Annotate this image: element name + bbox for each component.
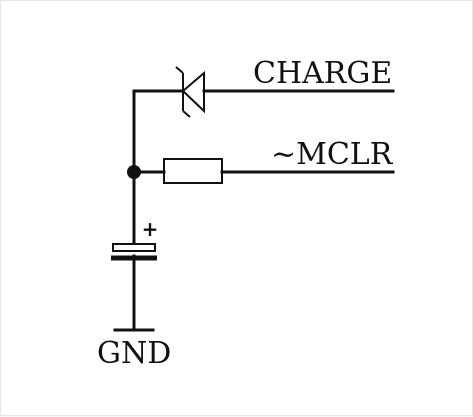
- resistor-symbol: [163, 158, 223, 184]
- capacitor-symbol: +: [111, 217, 159, 261]
- label-gnd: GND: [97, 336, 171, 371]
- label-charge: CHARGE: [253, 56, 392, 91]
- capacitor-polarity: +: [142, 217, 159, 241]
- label-mclr: ~MCLR: [271, 137, 394, 172]
- diode-symbol: [175, 66, 205, 118]
